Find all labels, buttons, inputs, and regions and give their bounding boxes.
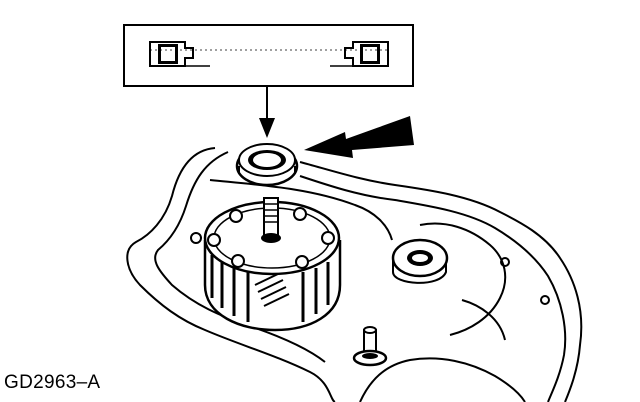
bearing-cup-inset-icon	[123, 24, 414, 87]
case-boss-icon	[391, 238, 449, 284]
case-housing-icon	[126, 147, 583, 402]
bearing-cup-part-icon	[235, 143, 299, 187]
figure-code-label: GD2963–A	[4, 372, 101, 393]
arrow-indicator-icon	[304, 116, 414, 158]
inset-pointer-arrow-icon	[259, 86, 275, 138]
case-stud-icon	[352, 326, 388, 367]
clutch-pack-gear-icon	[203, 197, 342, 332]
